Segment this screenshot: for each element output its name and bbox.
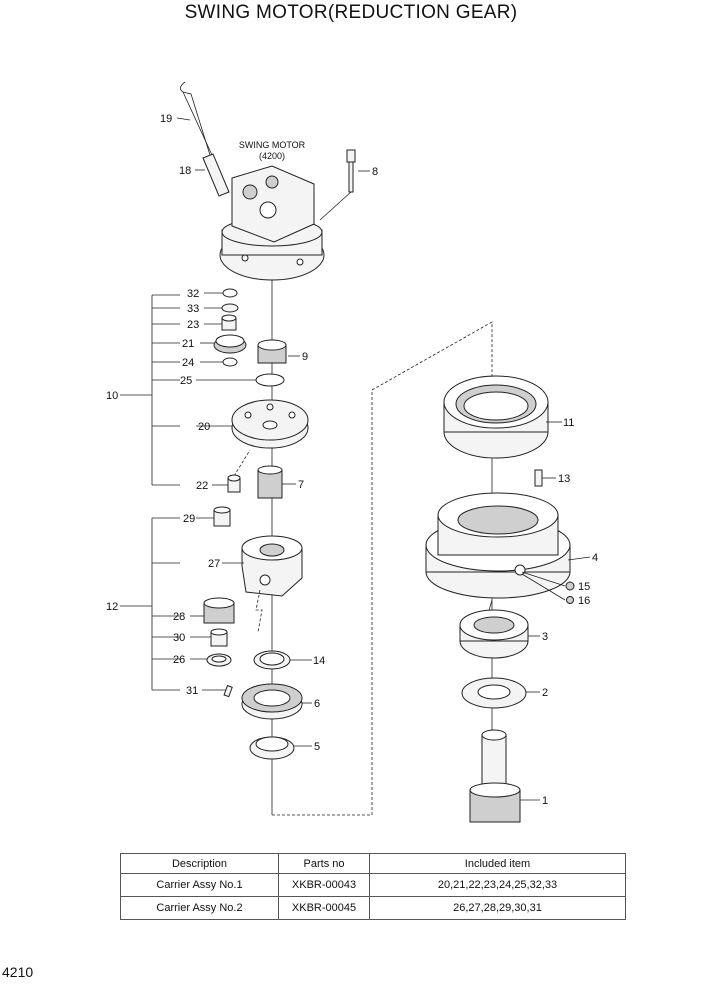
part-3-bearing: [459, 609, 529, 659]
page-number: 4210: [2, 964, 34, 980]
callout-8: 8: [372, 166, 378, 178]
callout-1: 1: [542, 795, 548, 807]
callout-18: 18: [179, 165, 191, 177]
bolt-leader-line: [319, 191, 352, 221]
motor-caption-line1: SWING MOTOR: [239, 140, 306, 150]
part-16-plug: [566, 596, 574, 604]
carrier2-pin-line: [255, 589, 263, 633]
callout-19: 19: [160, 113, 172, 125]
callout-31: 31: [186, 685, 198, 697]
callout-9: 9: [302, 351, 308, 363]
part-32-ring: [222, 288, 238, 298]
part-11-ring-gear: [443, 375, 549, 459]
part-13-pin: [534, 469, 543, 487]
exploded-parts-diagram: SWING MOTOR (4200): [106, 81, 598, 823]
callout-26: 26: [173, 654, 185, 666]
part-30-bushing: [210, 628, 228, 647]
cell-parts-no: XKBR-00043: [278, 873, 370, 897]
pin-leader-line: [233, 449, 251, 477]
callout-30: 30: [173, 632, 185, 644]
callout-13: 13: [558, 473, 570, 485]
part-2-thrust-plate: [461, 677, 527, 709]
header-parts-no: Parts no: [278, 853, 370, 874]
callout-6: 6: [314, 698, 320, 710]
cell-parts-no: XKBR-00045: [278, 896, 370, 920]
part-33-washer: [221, 303, 239, 313]
callout-15: 15: [578, 581, 590, 593]
bracket-10: [120, 294, 180, 486]
table-row: Carrier Assy No.2 XKBR-00045 26,27,28,29…: [120, 896, 626, 920]
part-4-housing: [425, 492, 571, 599]
callout-20: 20: [198, 421, 210, 433]
callout-22: 22: [196, 480, 208, 492]
header-included-item: Included item: [369, 853, 626, 874]
cell-description: Carrier Assy No.1: [120, 873, 279, 897]
part-18-pipe: [202, 153, 230, 197]
callout-25: 25: [180, 375, 192, 387]
part-8-bolt: [346, 149, 356, 193]
part-9-sun-gear: [257, 339, 287, 364]
cell-included-item: 26,27,28,29,30,31: [369, 896, 626, 920]
part-23-bushing: [221, 314, 237, 331]
part-1-pinion-shaft: [469, 729, 521, 823]
callout-23: 23: [187, 319, 199, 331]
callout-4: 4: [592, 552, 598, 564]
part-7-gear: [257, 465, 283, 499]
header-description: Description: [120, 853, 279, 874]
callout-14: 14: [313, 655, 325, 667]
callout-28: 28: [173, 611, 185, 623]
callout-29: 29: [183, 513, 195, 525]
motor-caption-line2: (4200): [259, 151, 285, 161]
part-6-bearing: [241, 683, 303, 720]
callout-24: 24: [182, 357, 194, 369]
callout-21: 21: [182, 338, 194, 350]
bracket-12: [120, 517, 180, 691]
part-14-thrust-washer: [253, 650, 291, 670]
part-27-carrier: [241, 535, 303, 597]
callout-11: 11: [563, 417, 574, 429]
part-22-pin: [227, 474, 241, 493]
part-21-gear: [213, 334, 247, 354]
callout-leaders: [176, 117, 591, 801]
callout-5: 5: [314, 741, 320, 753]
part-29-pin: [213, 506, 231, 527]
part-25-plate: [255, 373, 285, 387]
callout-16: 16: [578, 595, 590, 607]
housing-plug-leader-2: [521, 573, 566, 601]
part-20-carrier: [231, 399, 309, 449]
cell-description: Carrier Assy No.2: [120, 896, 279, 920]
part-31-spring-pin: [223, 684, 233, 698]
table-row: Carrier Assy No.1 XKBR-00043 20,21,22,23…: [120, 873, 626, 897]
callout-7: 7: [298, 479, 304, 491]
part-26-washer: [206, 653, 232, 667]
part-19-dipstick: [180, 81, 220, 185]
housing-plug-leader: [521, 571, 566, 587]
carrier-assembly-table: Description Parts no Included item Carri…: [120, 853, 626, 920]
page-title: SWING MOTOR(REDUCTION GEAR): [184, 2, 518, 23]
table-header-row: Description Parts no Included item: [120, 853, 626, 874]
callout-12: 12: [106, 601, 118, 613]
callout-3: 3: [542, 631, 548, 643]
part-15-plug: [565, 581, 575, 591]
callout-33: 33: [187, 303, 199, 315]
assembly-link-line: [272, 321, 493, 816]
part-28-gear: [203, 597, 235, 624]
callout-2: 2: [542, 687, 548, 699]
part-5-oil-seal: [249, 736, 295, 760]
part-24-ring: [222, 357, 238, 367]
callout-27: 27: [208, 558, 220, 570]
swing-motor-assembly: [219, 165, 325, 281]
callout-10: 10: [106, 390, 118, 402]
callout-32: 32: [187, 288, 199, 300]
cell-included-item: 20,21,22,23,24,25,32,33: [369, 873, 626, 897]
